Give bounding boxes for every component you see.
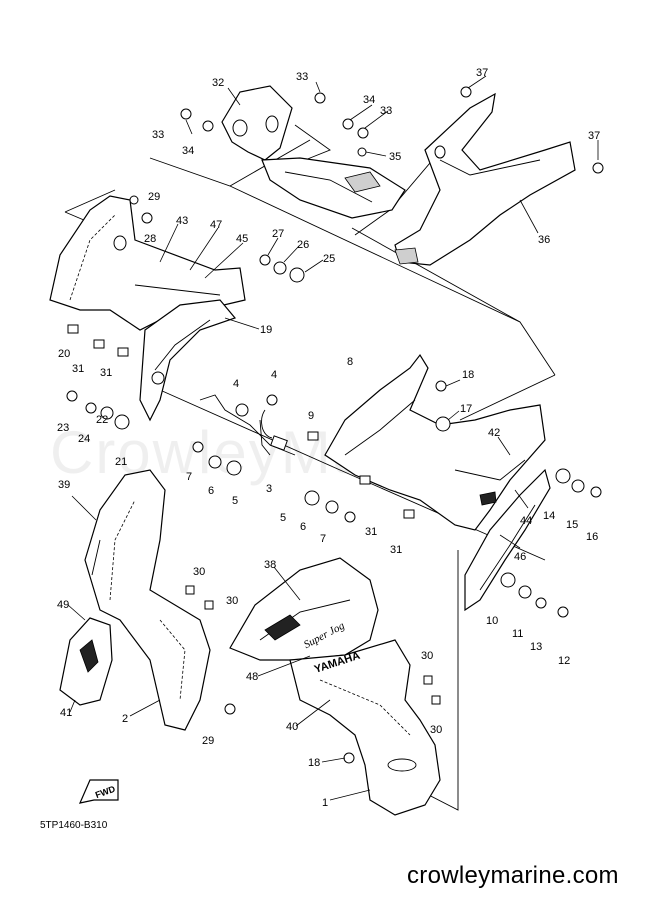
callout-1: 1 xyxy=(322,797,328,809)
callout-31d: 31 xyxy=(390,544,402,556)
part-38-front-cover xyxy=(229,557,379,661)
callout-25: 25 xyxy=(323,253,335,265)
callout-48: 48 xyxy=(246,671,258,683)
callout-34a: 34 xyxy=(363,94,375,106)
callout-5b: 5 xyxy=(280,512,286,524)
callout-17: 17 xyxy=(460,403,472,415)
callout-38: 38 xyxy=(264,559,276,571)
callout-numbers: 1 2 3 4 4 5 5 6 6 7 7 8 9 10 11 12 13 14… xyxy=(57,67,600,809)
callout-42: 42 xyxy=(488,427,500,439)
leader-lines xyxy=(67,75,599,801)
callout-7b: 7 xyxy=(320,533,326,545)
part-36-center-cover xyxy=(394,92,576,266)
callout-11: 11 xyxy=(512,628,523,640)
callout-12: 12 xyxy=(558,655,570,667)
callout-21: 21 xyxy=(115,456,127,468)
part-19-inner-frame xyxy=(139,299,237,422)
callout-32: 32 xyxy=(212,77,224,89)
fwd-arrow-icon: FWD xyxy=(78,779,119,804)
callout-30d: 30 xyxy=(430,724,442,736)
callout-35: 35 xyxy=(389,151,401,163)
callout-44: 44 xyxy=(520,515,532,527)
callout-13: 13 xyxy=(530,641,542,653)
callout-14: 14 xyxy=(543,510,555,522)
callout-2: 2 xyxy=(122,713,128,725)
part-1-lower-front-cover xyxy=(289,639,441,816)
callout-45: 45 xyxy=(236,233,248,245)
callout-3: 3 xyxy=(266,483,272,495)
callout-10: 10 xyxy=(486,615,498,627)
callout-27: 27 xyxy=(272,228,284,240)
callout-9: 9 xyxy=(308,410,314,422)
callout-43: 43 xyxy=(176,215,188,227)
callout-31a: 31 xyxy=(72,363,84,375)
part-41-decal xyxy=(59,617,113,706)
drawing-code: 5TP1460-B310 xyxy=(40,820,108,831)
callout-8: 8 xyxy=(347,356,353,368)
callout-19: 19 xyxy=(260,324,272,336)
callout-33b: 33 xyxy=(152,129,164,141)
callout-36: 36 xyxy=(538,234,550,246)
callout-5a: 5 xyxy=(232,495,238,507)
callout-37a: 37 xyxy=(476,67,488,79)
callout-18b: 18 xyxy=(308,757,320,769)
callout-34b: 34 xyxy=(182,145,194,157)
callout-26: 26 xyxy=(297,239,309,251)
callout-16: 16 xyxy=(586,531,598,543)
callout-4a: 4 xyxy=(233,378,239,390)
callout-49: 49 xyxy=(57,599,69,611)
callout-33a: 33 xyxy=(296,71,308,83)
callout-23: 23 xyxy=(57,422,69,434)
callout-39: 39 xyxy=(58,479,70,491)
callout-31b: 31 xyxy=(100,367,112,379)
callout-30a: 30 xyxy=(193,566,205,578)
part-32-inner-upper-panel xyxy=(221,85,406,219)
part-3-linkage xyxy=(199,394,296,456)
part-2-front-lower-panel xyxy=(84,469,211,731)
footer-site-link[interactable]: crowleymarine.com xyxy=(407,862,619,889)
callout-18a: 18 xyxy=(462,369,474,381)
callout-46: 46 xyxy=(514,551,526,563)
callout-6a: 6 xyxy=(208,485,214,497)
callout-47: 47 xyxy=(210,219,222,231)
callout-20: 20 xyxy=(58,348,70,360)
callout-33c: 33 xyxy=(380,105,392,117)
callout-22: 22 xyxy=(96,414,108,426)
callout-24: 24 xyxy=(78,433,90,445)
part-43-side-panel xyxy=(49,195,246,331)
callout-29b: 29 xyxy=(202,735,214,747)
callout-31c: 31 xyxy=(365,526,377,538)
fasteners xyxy=(66,86,604,764)
callout-30c: 30 xyxy=(421,650,433,662)
callout-30b: 30 xyxy=(226,595,238,607)
part-8-front-panel xyxy=(324,353,546,531)
callout-41: 41 xyxy=(60,707,72,719)
callout-15: 15 xyxy=(566,519,578,531)
callout-40: 40 xyxy=(286,721,298,733)
callout-29a: 29 xyxy=(148,191,160,203)
callout-7a: 7 xyxy=(186,471,192,483)
callout-6b: 6 xyxy=(300,521,306,533)
callout-4b: 4 xyxy=(271,369,277,381)
callout-28: 28 xyxy=(144,233,156,245)
callout-37b: 37 xyxy=(588,130,600,142)
